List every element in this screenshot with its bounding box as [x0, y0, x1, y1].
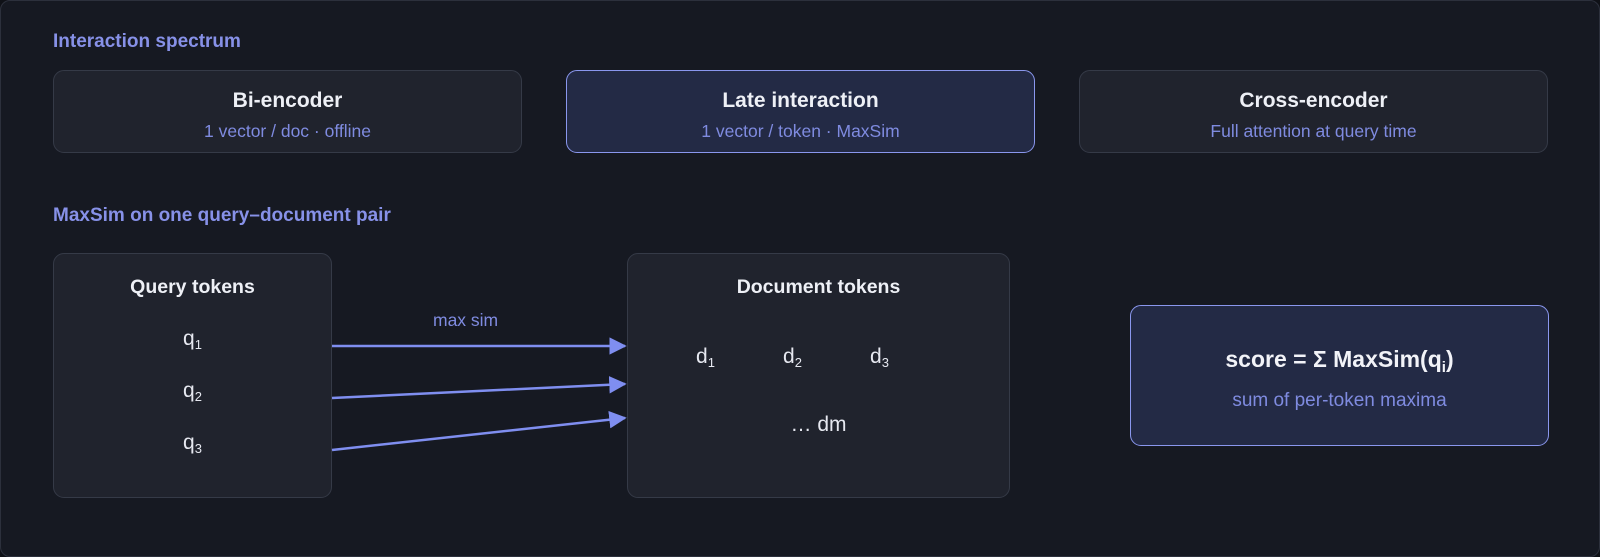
- spectrum-card-title: Bi-encoder: [232, 89, 343, 112]
- document-panel-title: Document tokens: [736, 276, 901, 298]
- arrow-q3-to-doc: [331, 411, 627, 452]
- spectrum-card-title: Late interaction: [722, 89, 879, 112]
- spectrum-card-subtitle: 1 vector / token · MaxSim: [701, 121, 900, 141]
- spectrum-card-late-interaction: Late interaction 1 vector / token · MaxS…: [566, 70, 1035, 153]
- score-card: score = Σ MaxSim(qi) sum of per-token ma…: [1130, 305, 1549, 446]
- section-title-maxsim: MaxSim on one query–document pair: [53, 205, 391, 226]
- score-subtitle: sum of per-token maxima: [1232, 390, 1447, 411]
- query-token-q1: q1: [183, 327, 202, 352]
- edge-label-max-sim: max sim: [433, 310, 499, 330]
- query-tokens-panel: Query tokens q1 q2 q3: [53, 253, 332, 498]
- query-token-q2: q2: [183, 379, 202, 404]
- query-token-q3: q3: [183, 431, 202, 456]
- document-tokens-panel: Document tokens d1 d2 d3 … dm: [627, 253, 1010, 498]
- arrow-q2-to-doc: [331, 376, 627, 400]
- document-token-d2: d2: [783, 345, 802, 370]
- spectrum-card-subtitle: 1 vector / doc · offline: [204, 121, 371, 141]
- score-formula: score = Σ MaxSim(qi): [1225, 346, 1454, 376]
- spectrum-card-cross-encoder: Cross-encoder Full attention at query ti…: [1079, 70, 1548, 153]
- document-token-more: … dm: [790, 413, 847, 436]
- query-panel-title: Query tokens: [130, 276, 255, 298]
- spectrum-card-bi-encoder: Bi-encoder 1 vector / doc · offline: [53, 70, 522, 153]
- spectrum-card-subtitle: Full attention at query time: [1210, 121, 1417, 141]
- document-token-d3: d3: [870, 345, 889, 370]
- spectrum-card-title: Cross-encoder: [1239, 89, 1388, 112]
- document-token-d1: d1: [696, 345, 715, 370]
- section-title-spectrum: Interaction spectrum: [53, 31, 241, 52]
